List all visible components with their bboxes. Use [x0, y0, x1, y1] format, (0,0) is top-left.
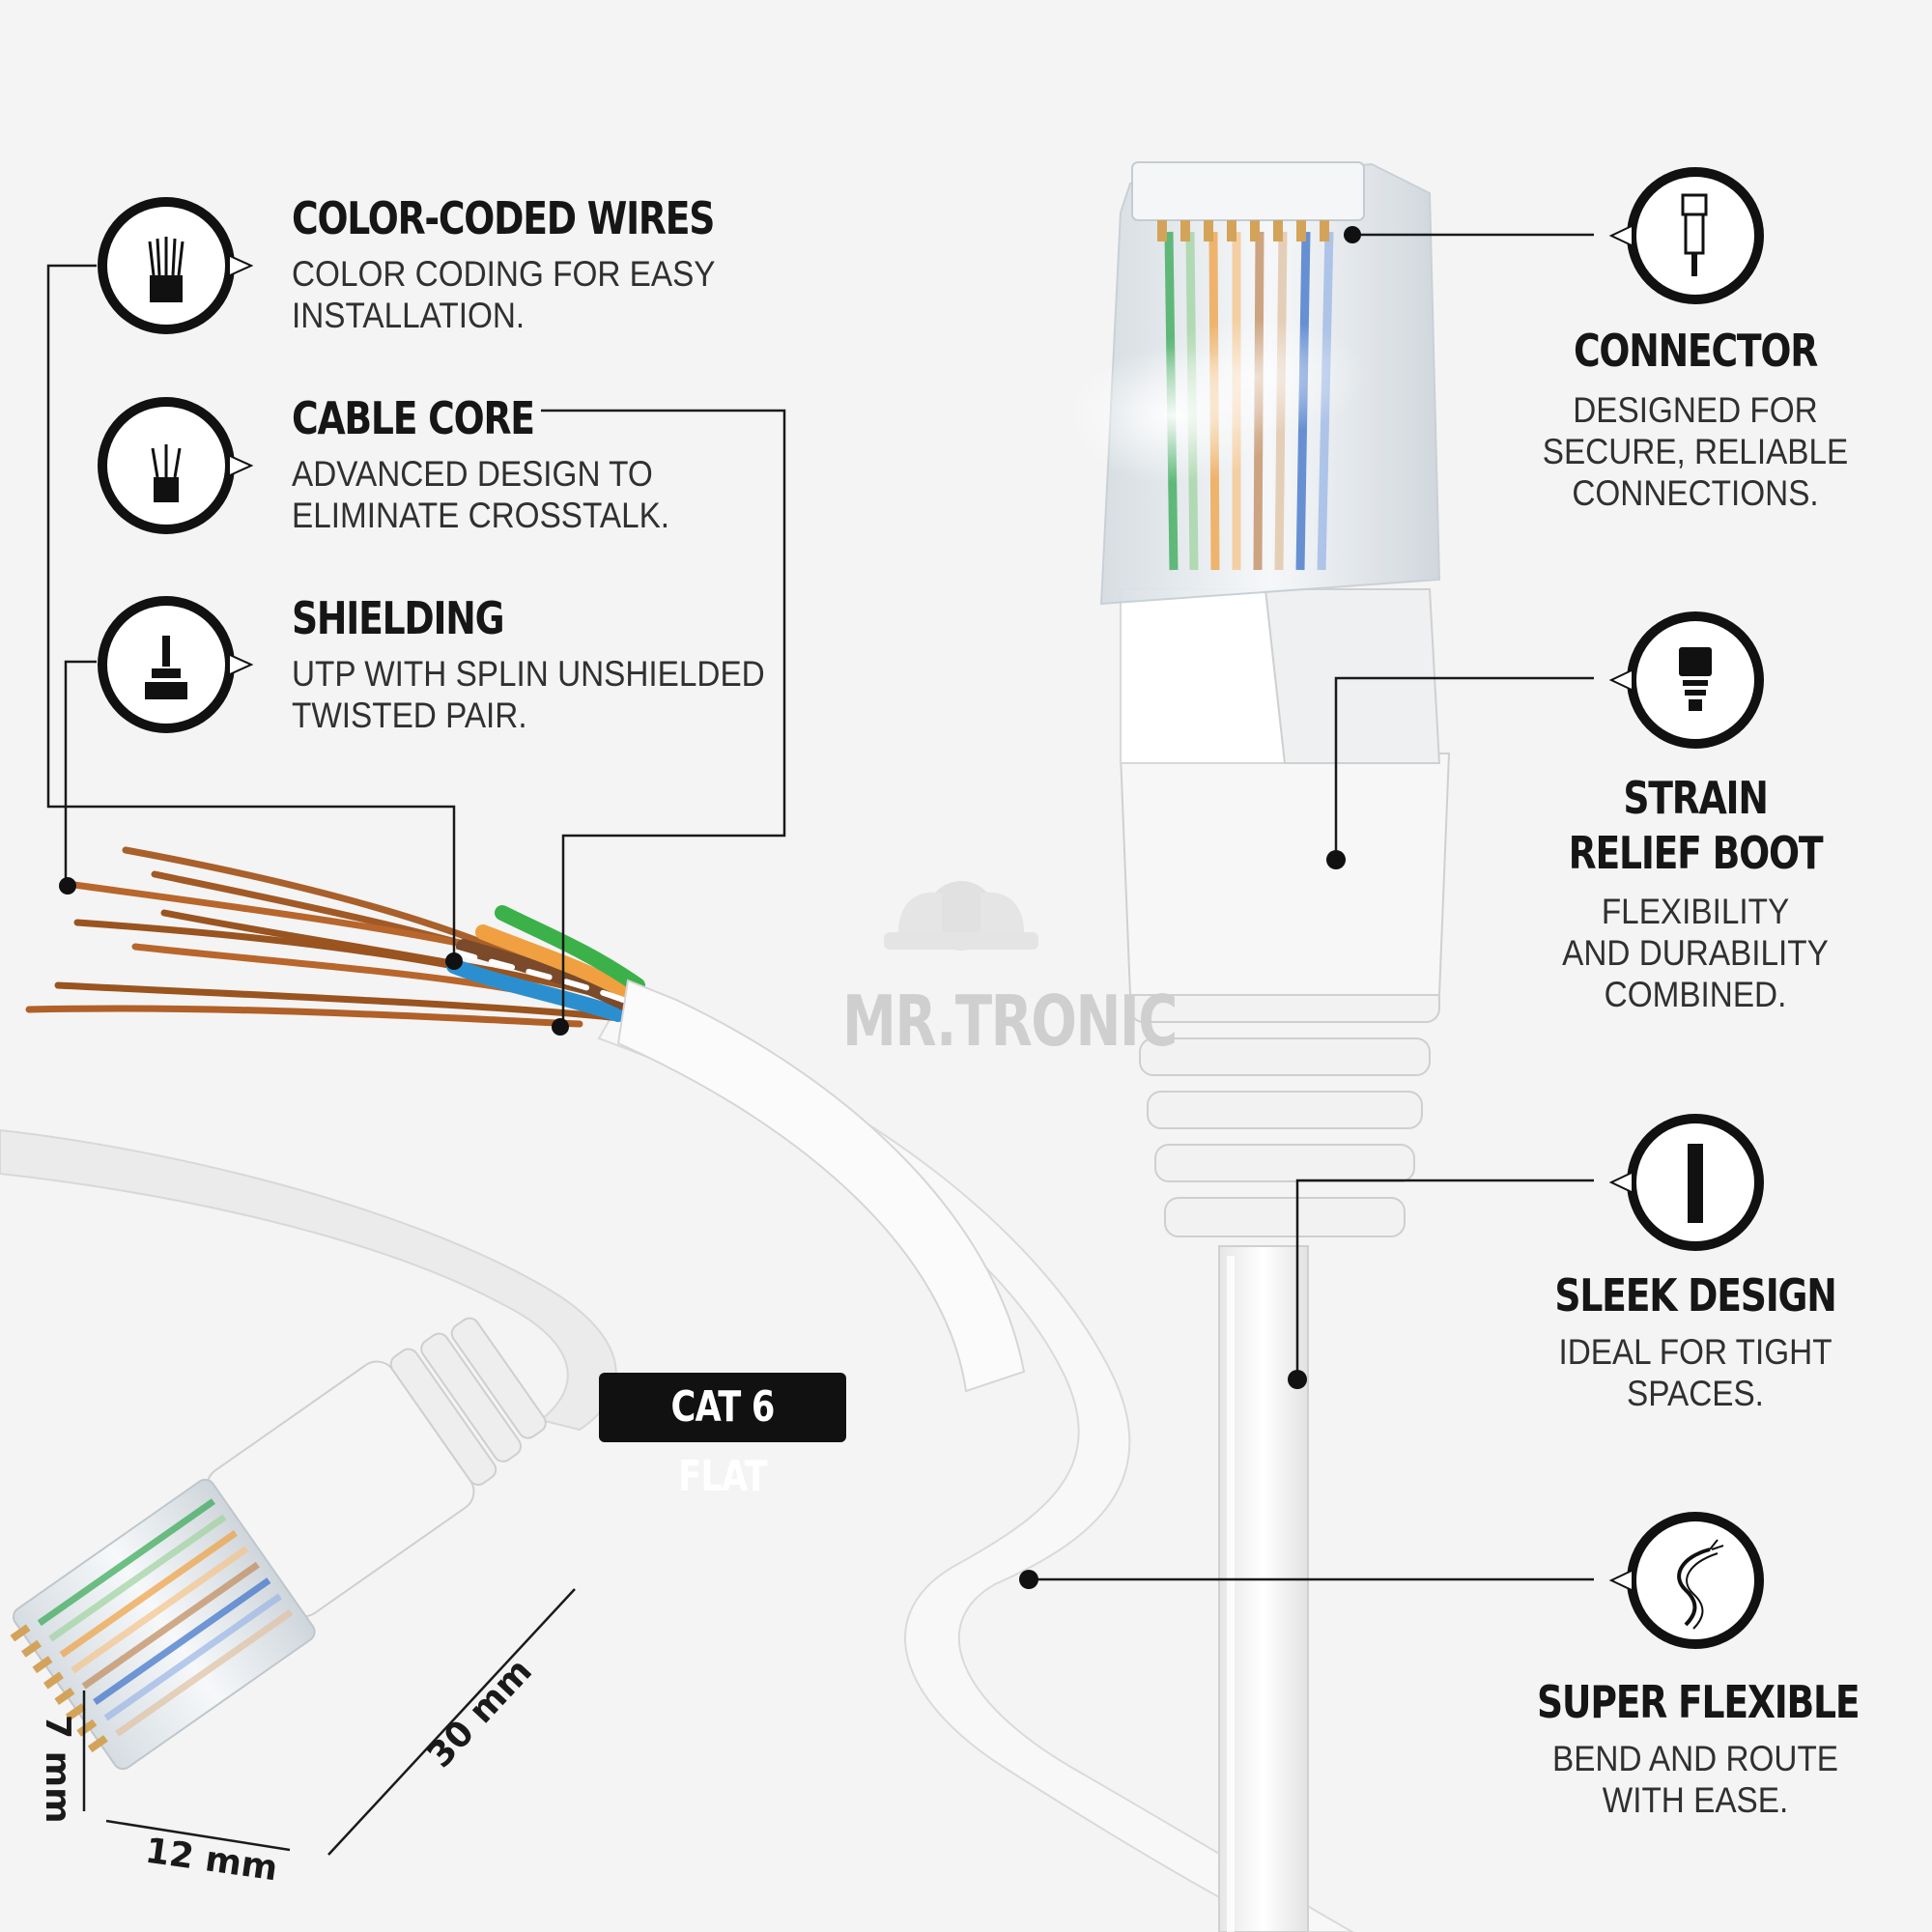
feature-description: BEND AND ROUTE WITH EASE. — [1551, 1739, 1839, 1820]
feature-title: CONNECTOR — [1573, 325, 1818, 377]
left-icon-column — [98, 197, 254, 733]
flat-cable-loop — [0, 1003, 1355, 1932]
feature-title: SLEEK DESIGN — [1554, 1269, 1836, 1321]
flat-cable-main — [616, 979, 1309, 1932]
connector-large — [1067, 161, 1451, 1237]
dimension-height-label: 7 mm — [38, 1715, 77, 1824]
feature-title: CABLE CORE — [292, 392, 535, 444]
wire-bundle-icon — [98, 197, 254, 334]
feature-title: COLOR-CODED WIRES — [292, 192, 715, 244]
mr-tronic-watermark-emblem — [884, 881, 1038, 951]
feature-description: IDEAL FOR TIGHT SPACES. — [1558, 1332, 1833, 1413]
feature-title: SHIELDING — [292, 592, 505, 644]
feature-description: FLEXIBILITY AND DURABILITY COMBINED. — [1562, 892, 1829, 1014]
dimension-lines — [82, 1588, 576, 1856]
cat6-flat-badge: CAT 6 FLAT — [599, 1373, 846, 1501]
leader-lines-right — [1029, 233, 1594, 1581]
leader-lines-left — [46, 264, 786, 1024]
connector-small — [10, 1317, 547, 1771]
feature-description: UTP WITH SPLIN UNSHIELDED TWISTED PAIR. — [292, 654, 765, 735]
exposed-wires — [25, 846, 645, 1028]
right-icon-column — [1608, 167, 1764, 1649]
badge-label: CAT 6 FLAT — [670, 1382, 775, 1501]
shielding-icon — [98, 596, 254, 733]
cable-core-icon — [98, 397, 254, 534]
feature-description: COLOR CODING FOR EASY INSTALLATION. — [292, 254, 716, 335]
leader-dots-right — [1019, 226, 1361, 1589]
feature-description: DESIGNED FOR SECURE, RELIABLE CONNECTION… — [1542, 390, 1849, 513]
feature-title: SUPER FLEXIBLE — [1537, 1676, 1861, 1728]
leader-dots-left — [59, 877, 569, 1036]
rj45-connector-icon — [1608, 167, 1764, 304]
flat-cable-icon — [1608, 1114, 1764, 1251]
strain-relief-boot-icon — [1608, 611, 1764, 749]
watermark-logo-text: MR.TRONIC — [842, 980, 1178, 1062]
feature-title: STRAIN RELIEF BOOT — [1568, 772, 1824, 879]
feature-description: ADVANCED DESIGN TO ELIMINATE CROSSTALK. — [292, 454, 670, 535]
flexible-cable-icon — [1608, 1512, 1764, 1649]
